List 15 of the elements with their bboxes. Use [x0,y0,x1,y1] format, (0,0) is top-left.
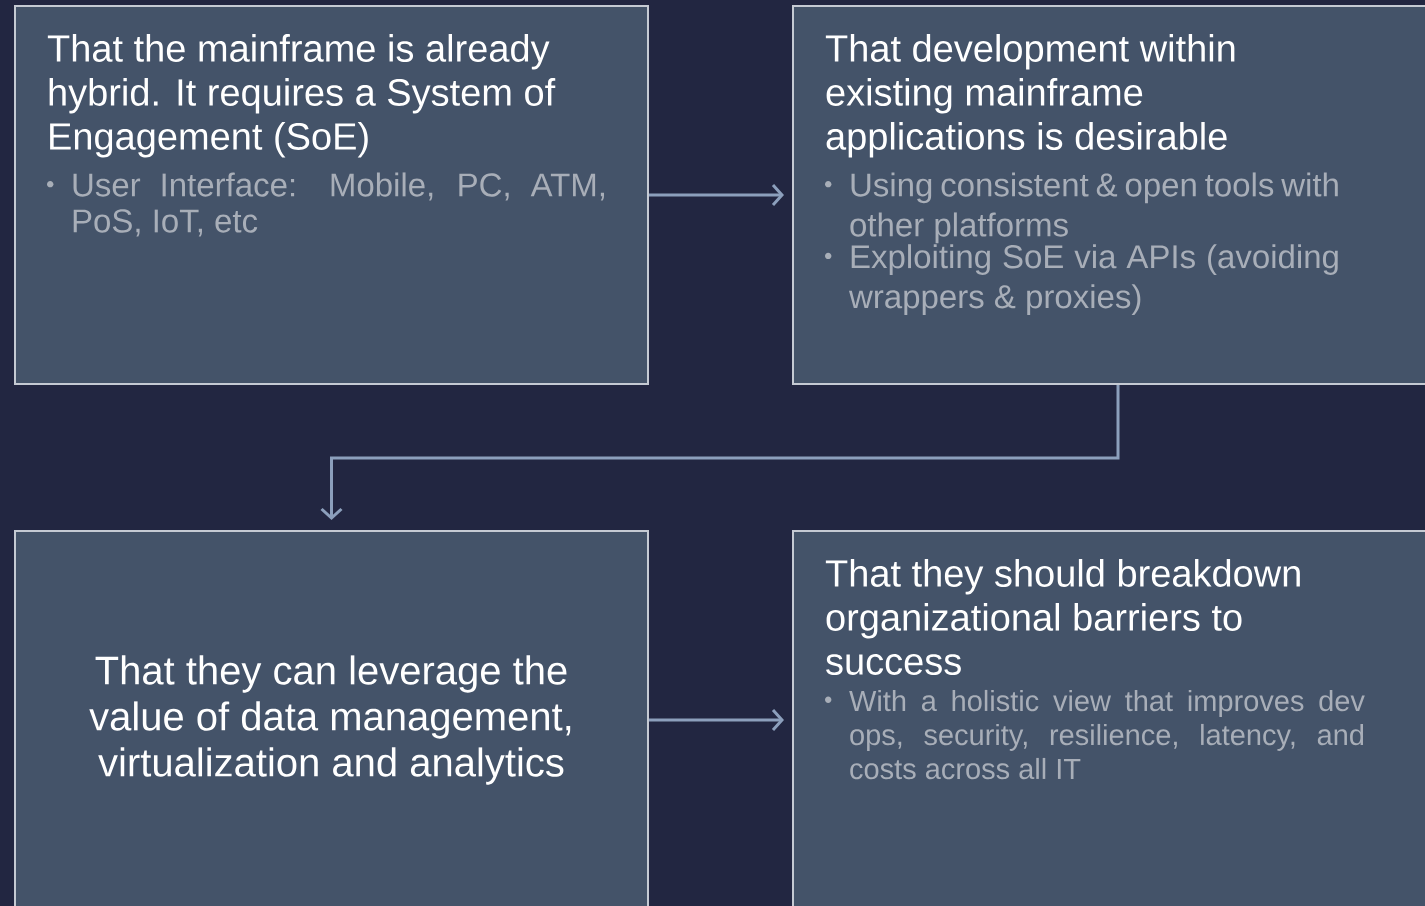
bullet-item: Exploiting SoE via APIs (avoiding wrappers & proxies) [825,244,1338,315]
box-heading: That development within existing mainframe applications is desirable [825,34,1235,158]
arrow [320,385,1120,520]
process-box [792,530,1425,906]
process-box [14,530,649,906]
box-heading: That the mainframe is already hybrid. It requires a System of Engagement (SoE) [47,34,556,158]
bullet-item: User Interface: Mobile, PC, ATM, PoS, IoT, etc [47,172,604,237]
process-box [792,5,1425,385]
arrow [649,184,784,206]
box-text: That they can leverage the value of data management, virtualization and analytics [89,655,571,785]
arrow [649,709,784,731]
bullet-item: Using consistent & open tools with other platforms [825,172,1338,244]
box-heading: That they should breakdown organizational barriers to success [825,559,1300,675]
bullet-item: With a holistic view that improves dev ops, security, resilience, latency, and costs across all IT [825,689,1365,780]
process-box [14,5,649,385]
